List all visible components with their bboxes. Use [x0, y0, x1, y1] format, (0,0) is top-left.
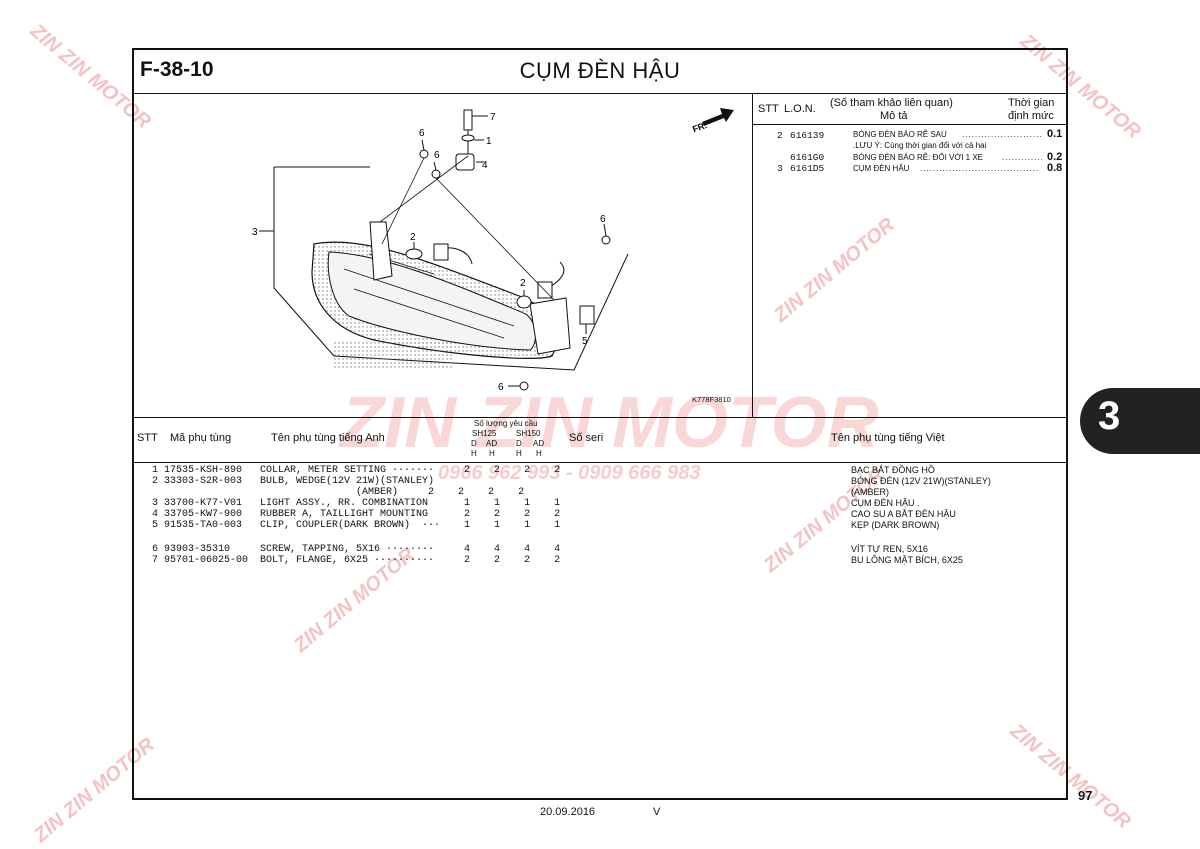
table-row: 2 33303-S2R-003 BULB, WEDGE(12V 21W)(STA… [134, 476, 435, 487]
table-header-divider [133, 462, 1067, 463]
ref-row-1-time: 0.1 [1047, 128, 1063, 140]
ref-header-lon: L.O.N. [784, 103, 816, 115]
col-header-ad-150: AD [533, 439, 545, 448]
callout-6d: 6 [498, 382, 504, 393]
ref-row-2-leader: ..................... [1002, 153, 1042, 162]
callout-6b: 6 [434, 150, 440, 161]
col-header-h-3: H [516, 449, 522, 458]
table-row: 5 91535-TA0-003 CLIP, COUPLER(DARK BROWN… [134, 520, 561, 531]
table-cell-vn: VÍT TỰ REN, 5X16 [851, 544, 928, 554]
ref-header-desc: Mô tả [880, 110, 908, 122]
col-header-part-no: Mã phụ tùng [170, 432, 232, 444]
table-row: 7 95701-06025-00 BOLT, FLANGE, 6X25 ····… [134, 555, 561, 566]
callout-5: 5 [582, 336, 588, 347]
section-tab[interactable]: 3 [1080, 388, 1200, 454]
page-title: CỤM ĐÈN HẬU [519, 58, 681, 83]
table-row: 4 33705-KW7-900 RUBBER A, TAILLIGHT MOUN… [134, 509, 561, 520]
ref-row-1-leader: ........................................… [962, 130, 1042, 139]
ref-header-ref: (Số tham khảo liên quan) [830, 97, 953, 109]
table-row: 6 93903-35310 SCREW, TAPPING, 5X16 ·····… [134, 544, 561, 555]
ref-row-3-time: 0.8 [1047, 162, 1063, 174]
page-frame [132, 48, 1068, 800]
table-cell-vn: CAO SU A BẮT ĐÈN HẬU [851, 509, 956, 519]
fr-label: FR. [691, 120, 708, 134]
col-header-sh125: SH125 [472, 429, 497, 438]
footer-date: 20.09.2016 [540, 806, 596, 818]
callout-3: 3 [252, 227, 258, 238]
ref-row-1-desc: BÓNG ĐÈN BÁO RẼ SAU [853, 130, 947, 139]
reference-header-divider [753, 124, 1066, 125]
col-header-ad-125: AD [486, 439, 498, 448]
col-header-h-4: H [536, 449, 542, 458]
ref-row-1-note: .LƯU Ý: Cùng thời gian đổi với cả hai [853, 141, 987, 150]
diagram-id: K778F3810 [692, 395, 731, 404]
callout-6a: 6 [419, 128, 425, 139]
col-header-stt: STT [137, 432, 158, 444]
table-row: (AMBER) 2 2 2 2 [134, 487, 525, 498]
ref-row-3-lon: 6161D5 [790, 163, 825, 174]
page-number: 97 [1078, 788, 1093, 803]
watermark-phone: 0966 962 993 - 0909 666 983 [438, 462, 701, 484]
watermark-brand: ZIN ZIN MOTOR [340, 383, 879, 463]
col-header-name-en: Tên phụ tùng tiếng Anh [271, 432, 385, 444]
ref-row-3-leader: ........................................… [920, 164, 1040, 173]
callout-4: 4 [482, 160, 488, 171]
header-divider [133, 93, 1067, 94]
exploded-diagram: FR. 7 1 6 6 4 3 2 6 2 5 6 [252, 108, 734, 393]
ref-row-2-time: 0.2 [1047, 151, 1063, 163]
footer-version: V [653, 806, 661, 818]
table-cell-vn: BẠC BẮT ĐỒNG HỒ [851, 465, 935, 475]
callout-6c: 6 [600, 214, 606, 225]
ref-row-1-lon: 616139 [790, 130, 825, 141]
ref-row-2-desc: BÓNG ĐÈN BÁO RẼ: ĐỔI VỚI 1 XE [853, 153, 983, 162]
table-row: 3 33700-K77-V01 LIGHT ASSY., RR. COMBINA… [134, 498, 561, 509]
section-tab-number: 3 [1098, 394, 1121, 438]
col-header-d-125: D [471, 439, 477, 448]
table-cell-vn: KẸP (DARK BROWN) [851, 520, 940, 530]
table-cell-vn: BÓNG ĐÈN (12V 21W)(STANLEY) [851, 476, 991, 486]
col-header-d-150: D [516, 439, 522, 448]
col-header-h-1: H [471, 449, 477, 458]
col-header-h-2: H [489, 449, 495, 458]
ref-header-stt: STT [758, 103, 779, 115]
table-cell-vn: CỤM ĐÈN HẬU . [851, 498, 920, 508]
ref-row-3-desc: CỤM ĐÈN HẬU [853, 164, 910, 173]
callout-2a: 2 [410, 232, 416, 243]
ref-row-1-stt: 2 [777, 130, 783, 141]
callout-7: 7 [490, 112, 496, 123]
col-header-qty: Số lượng yêu cầu [474, 419, 538, 428]
ref-row-3-stt: 3 [777, 163, 783, 174]
callout-1: 1 [486, 136, 492, 147]
ref-header-time1: Thời gian [1008, 97, 1055, 109]
col-header-sh150: SH150 [516, 429, 541, 438]
ref-row-2-lon: 6161G0 [790, 152, 825, 163]
table-cell-vn: BU LÔNG MẶT BÍCH, 6X25 [851, 555, 963, 565]
callout-2b: 2 [520, 278, 526, 289]
ref-header-time2: định mức [1008, 110, 1054, 122]
col-header-serial: Số seri [569, 432, 604, 444]
section-code: F-38-10 [140, 58, 214, 81]
table-row: 1 17535-KSH-890 COLLAR, METER SETTING ··… [134, 465, 561, 476]
col-header-name-vn: Tên phụ tùng tiếng Việt [831, 432, 945, 444]
table-cell-vn: (AMBER) [851, 487, 889, 497]
diagram-divider [133, 417, 1067, 418]
reference-divider [752, 94, 753, 417]
